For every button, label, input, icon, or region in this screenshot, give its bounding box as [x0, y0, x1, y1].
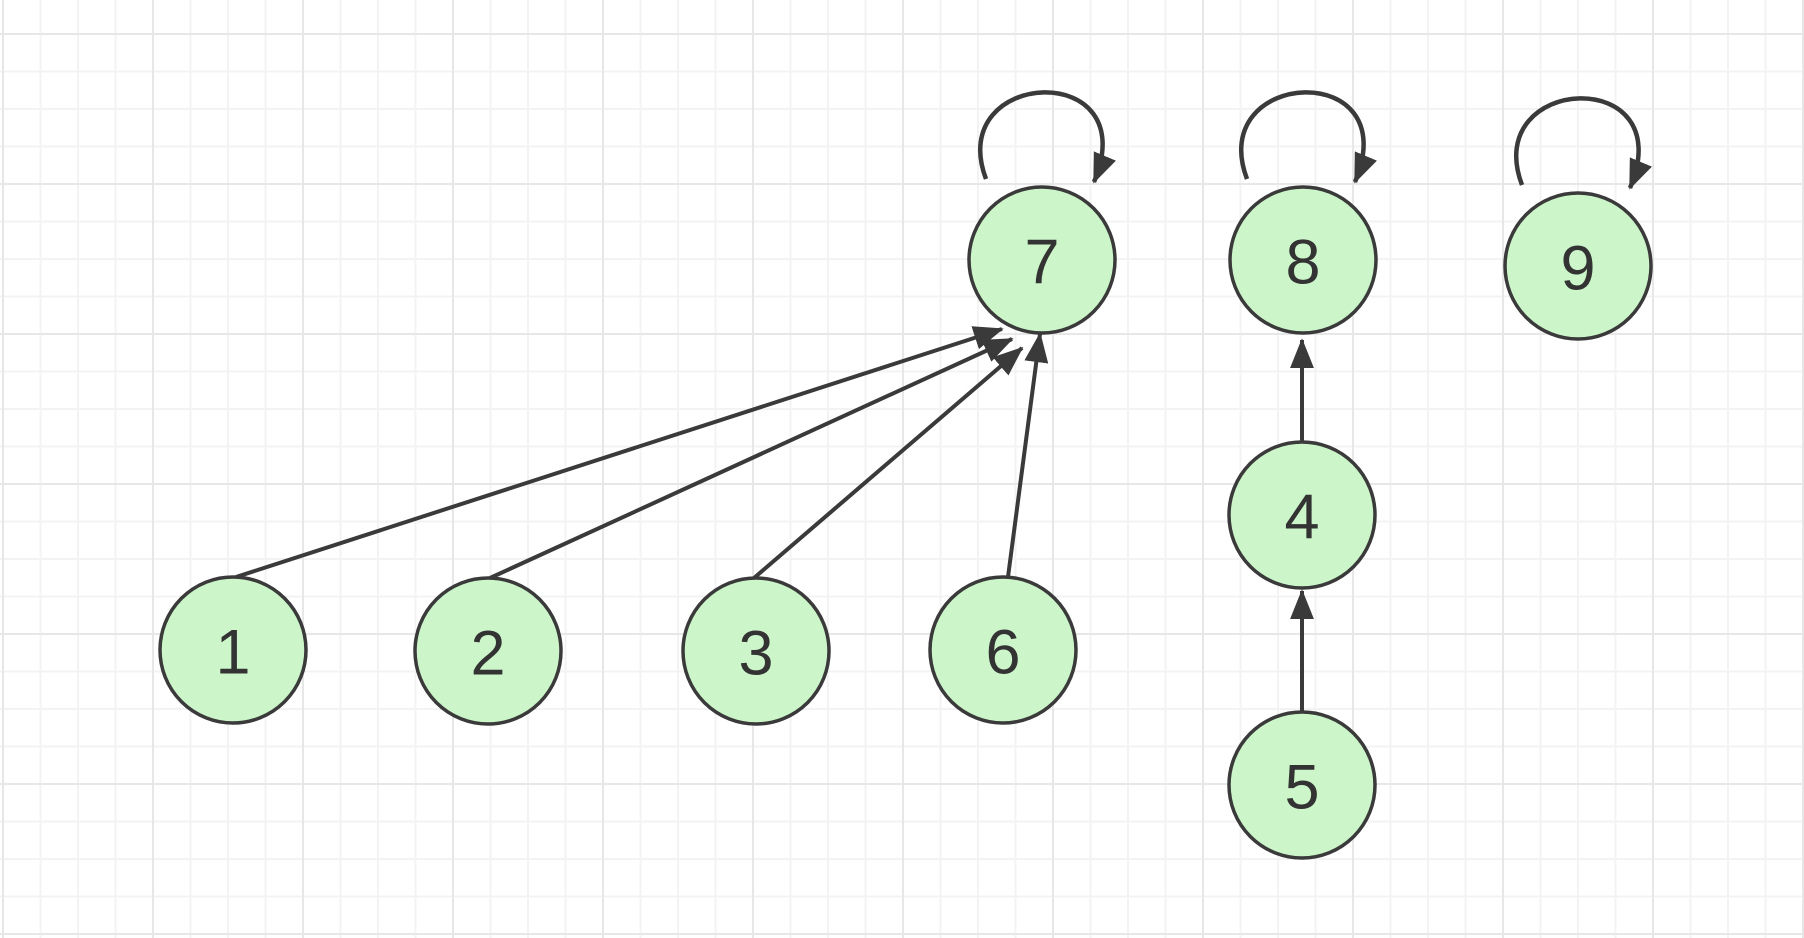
- graph-node-9[interactable]: 9: [1503, 191, 1653, 341]
- self-loop-8[interactable]: [1238, 90, 1377, 184]
- edges-layer: [235, 90, 1652, 712]
- node-circle-1[interactable]: [158, 575, 308, 725]
- node-circle-4[interactable]: [1227, 440, 1377, 590]
- self-loop-7[interactable]: [977, 90, 1116, 184]
- node-circle-8[interactable]: [1228, 185, 1378, 335]
- node-circle-2[interactable]: [413, 576, 563, 726]
- graph-node-1[interactable]: 1: [158, 575, 308, 725]
- edge-3-to-7[interactable]: [752, 346, 1024, 580]
- edge-1-to-7[interactable]: [235, 326, 1004, 579]
- graph-node-2[interactable]: 2: [413, 576, 563, 726]
- edge-2-to-7[interactable]: [489, 337, 1014, 580]
- graph-node-4[interactable]: 4: [1227, 440, 1377, 590]
- graph-node-6[interactable]: 6: [928, 575, 1078, 725]
- self-loop-9[interactable]: [1513, 96, 1652, 190]
- node-circle-5[interactable]: [1227, 710, 1377, 860]
- node-circle-7[interactable]: [967, 185, 1117, 335]
- edge-6-to-7[interactable]: [1006, 332, 1049, 578]
- graph-node-8[interactable]: 8: [1228, 185, 1378, 335]
- graph-node-7[interactable]: 7: [967, 185, 1117, 335]
- graph-node-5[interactable]: 5: [1227, 710, 1377, 860]
- node-circle-6[interactable]: [928, 575, 1078, 725]
- graph-node-3[interactable]: 3: [681, 576, 831, 726]
- node-circle-9[interactable]: [1503, 191, 1653, 341]
- node-circle-3[interactable]: [681, 576, 831, 726]
